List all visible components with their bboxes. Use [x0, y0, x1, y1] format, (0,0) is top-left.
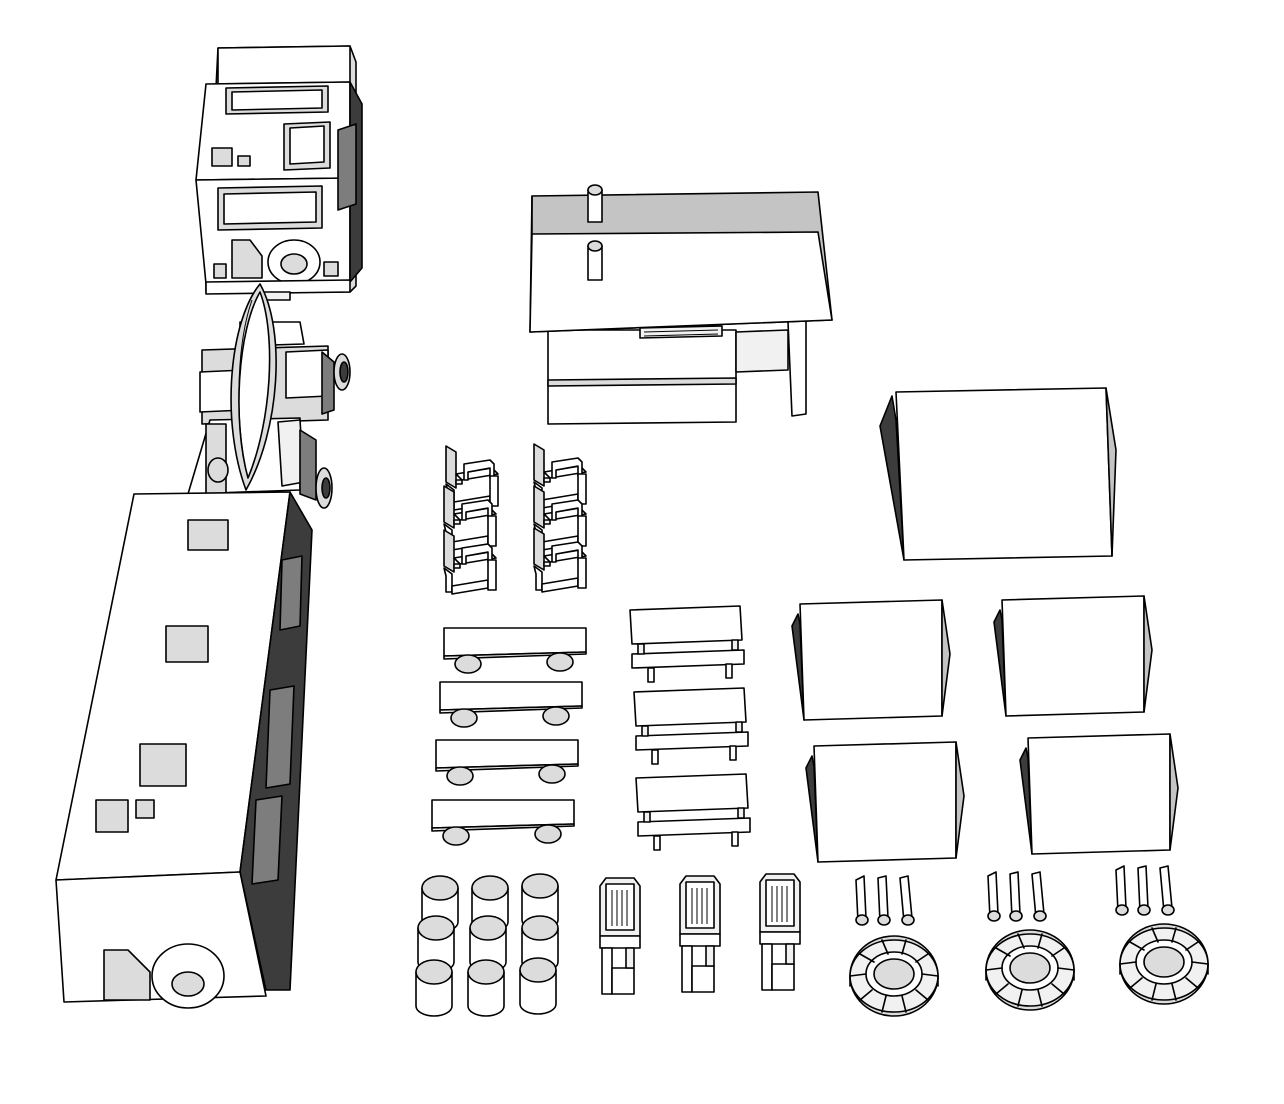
- large-shelter-table: [529, 184, 833, 425]
- locker: [679, 875, 721, 993]
- small-tent: [993, 595, 1153, 717]
- barrel: [467, 959, 505, 1017]
- bench: [443, 627, 587, 674]
- small-tent: [1019, 733, 1179, 855]
- vehicle-front-cab: [195, 45, 363, 301]
- fire-ring: [985, 929, 1075, 1011]
- bench-group: [431, 627, 587, 846]
- vehicle-rear-trailer: [55, 491, 313, 1009]
- chair-group: [443, 443, 587, 595]
- picnic-table: [635, 773, 751, 851]
- small-tent: [791, 599, 951, 721]
- picnic-table-group: [629, 605, 751, 851]
- small-tent: [805, 741, 965, 863]
- locker: [759, 873, 801, 991]
- small-tent-group: [791, 595, 1179, 863]
- picnic-table: [633, 687, 749, 765]
- log-set: [1115, 865, 1175, 916]
- log-group: [855, 865, 1175, 926]
- bench: [431, 799, 575, 846]
- barrel-group: [415, 873, 559, 1017]
- picnic-table: [629, 605, 745, 683]
- bench: [435, 739, 579, 786]
- fire-ring: [1119, 923, 1209, 1005]
- locker-group: [599, 873, 801, 995]
- barrel: [415, 959, 453, 1017]
- vehicle-middle-section: [187, 283, 351, 509]
- locker: [599, 877, 641, 995]
- fire-ring-group: [849, 923, 1209, 1017]
- barrel: [519, 957, 557, 1015]
- fire-ring: [849, 935, 939, 1017]
- bench: [439, 681, 583, 728]
- log-set: [855, 875, 915, 926]
- log-set: [987, 871, 1047, 922]
- large-tent: [879, 387, 1117, 561]
